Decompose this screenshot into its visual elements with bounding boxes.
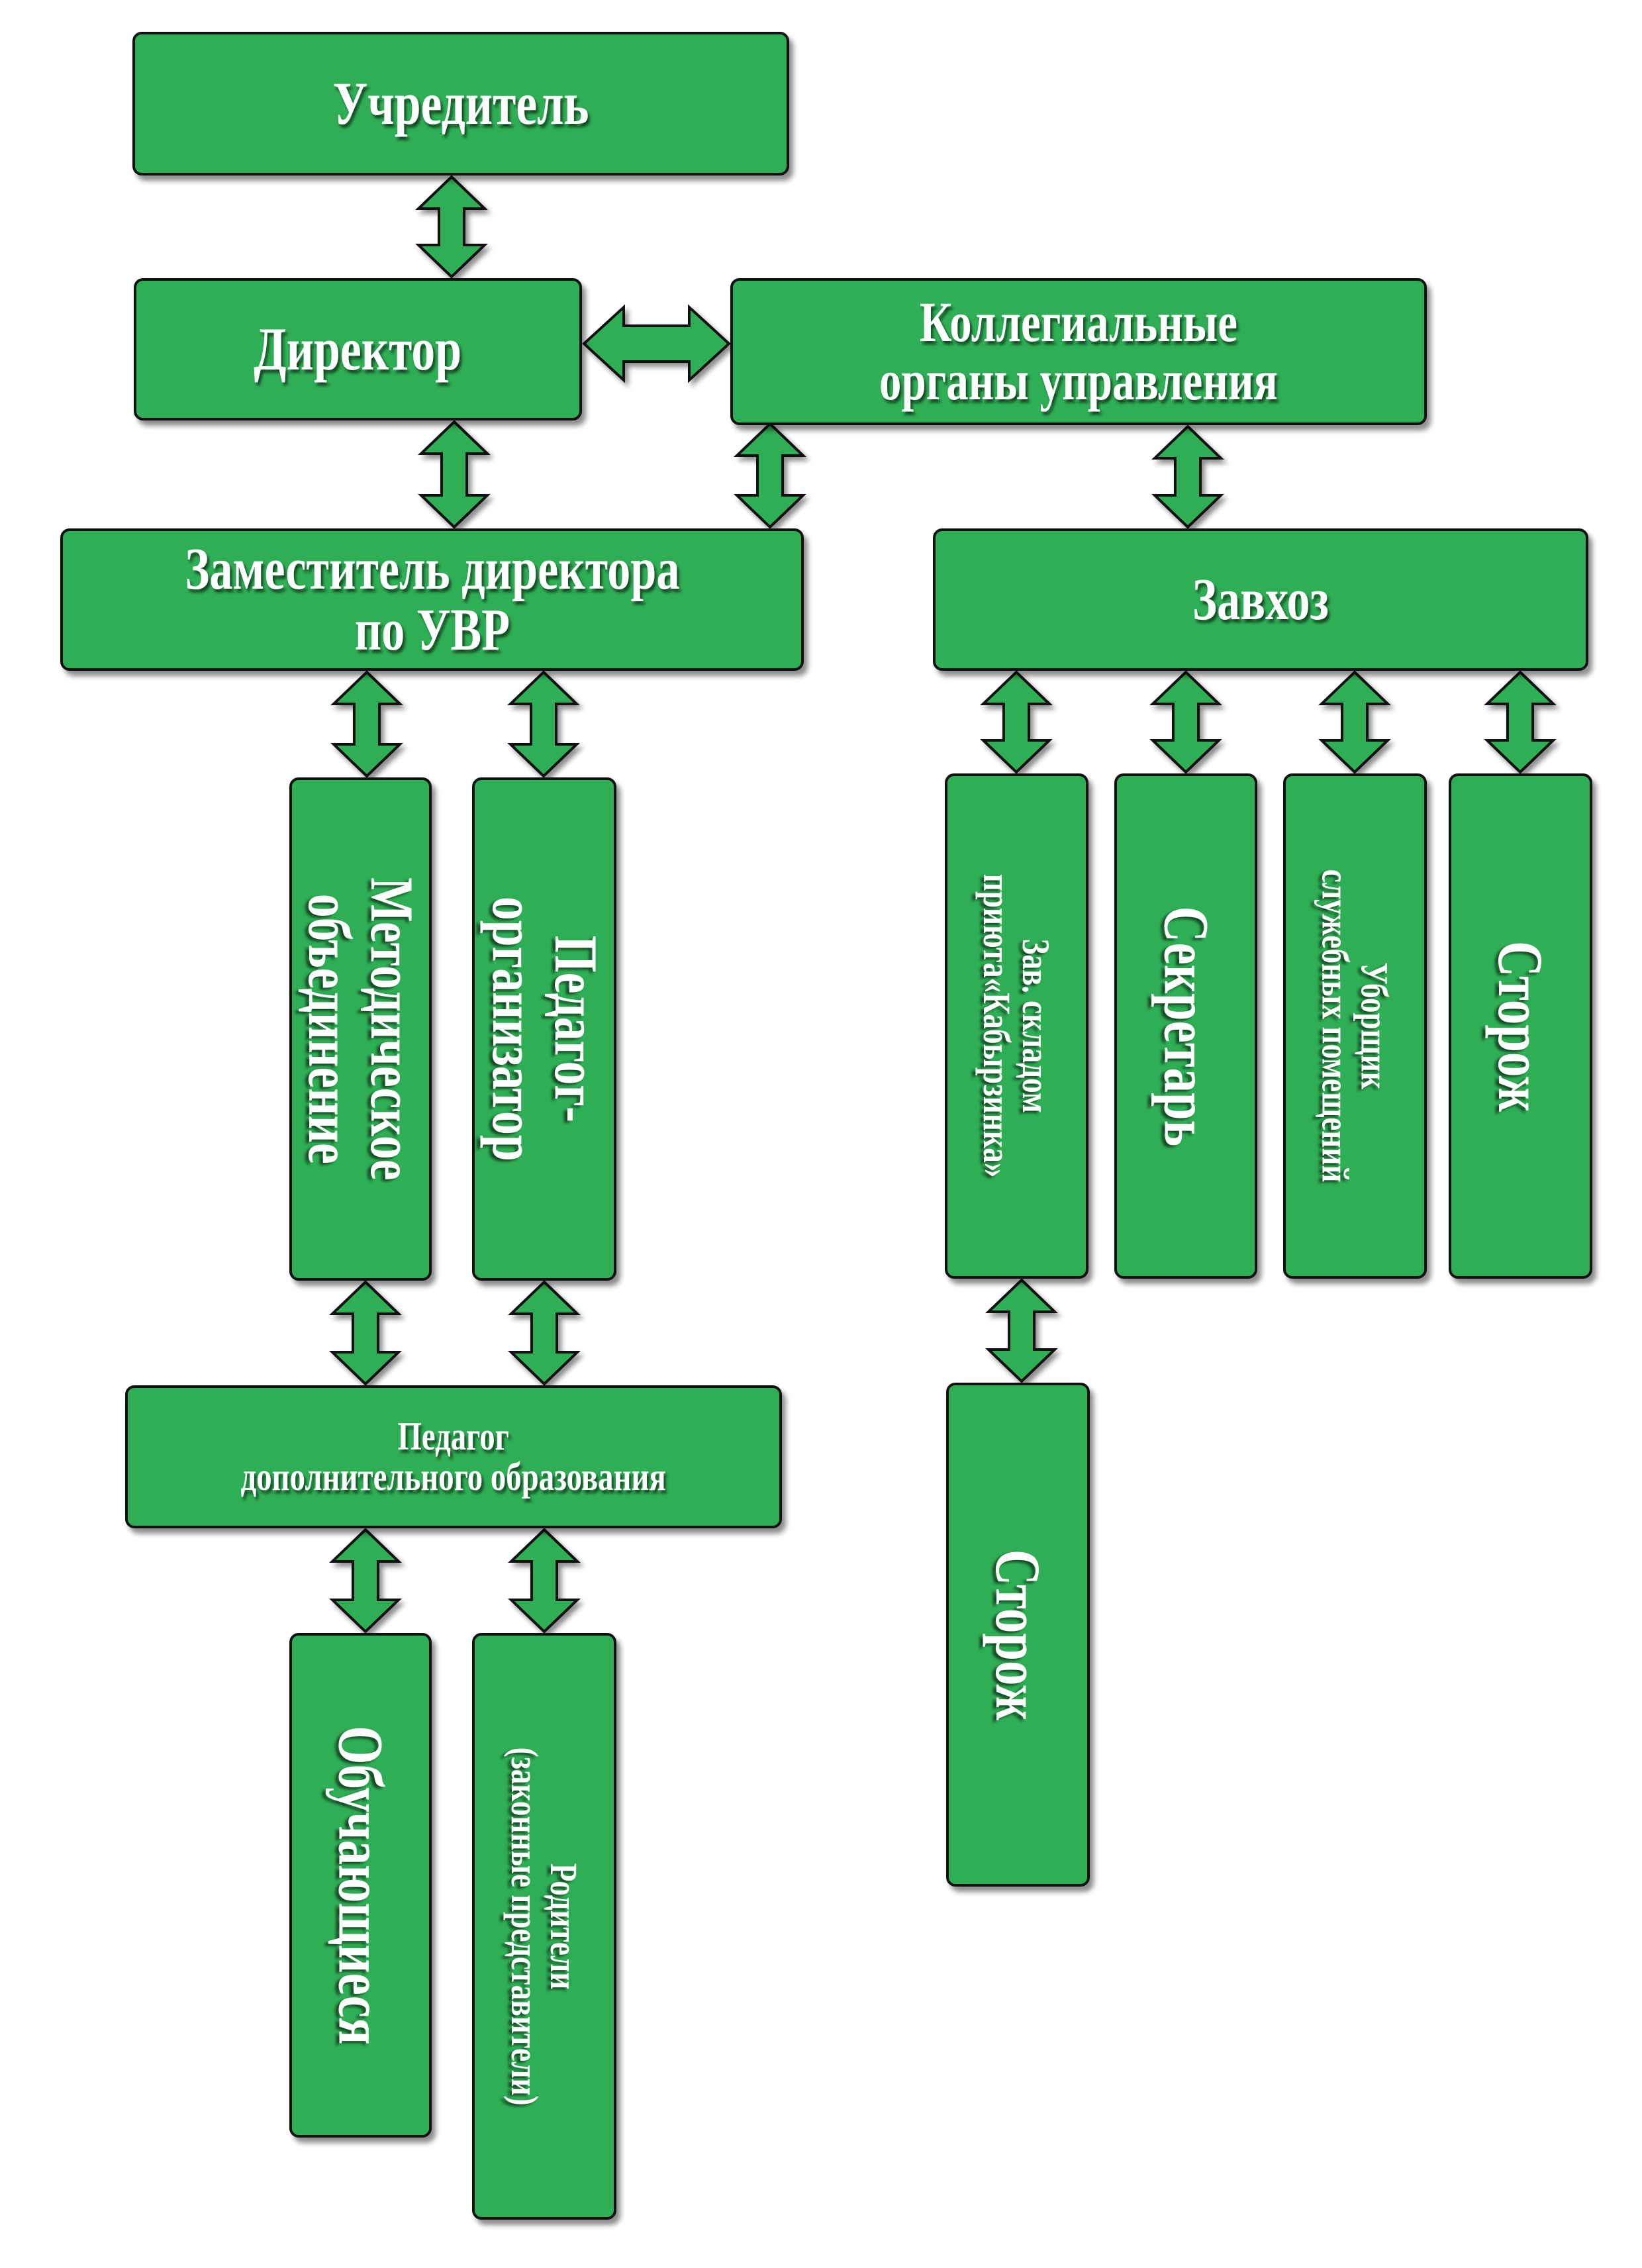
node-students-label: Обучающиеся <box>325 1726 397 2045</box>
node-warehouse-manager-label: Зав. складом приюта«Кабырзинка» <box>975 874 1058 1178</box>
node-parents: Родители (законные представители) <box>472 1633 616 2220</box>
arrow-extra-teacher-students <box>329 1528 402 1634</box>
arrow-warehouse-guard <box>985 1278 1058 1383</box>
arrow-supply-guard <box>1484 670 1557 774</box>
node-cleaner: Уборщик служебных помещений <box>1283 773 1427 1279</box>
node-guard-2: Сторож <box>946 1383 1090 1887</box>
node-teacher-organizer-label: Педагог- организатор <box>480 897 610 1161</box>
node-director-label: Директор <box>254 315 462 383</box>
arrow-supply-secretary <box>1149 670 1222 774</box>
node-teacher-organizer: Педагог- организатор <box>472 777 616 1281</box>
node-guard-2-label: Сторож <box>983 1549 1054 1720</box>
arrow-deputy-organizer <box>507 670 580 778</box>
node-warehouse-manager: Зав. складом приюта«Кабырзинка» <box>945 773 1088 1279</box>
node-guard-1-label: Сторож <box>1485 940 1557 1112</box>
node-secretary-label: Секретарь <box>1150 906 1222 1146</box>
arrow-director-deputy <box>418 420 491 529</box>
node-deputy-director-label: Заместитель директора по УВР <box>184 536 680 663</box>
node-supply-manager-label: Завхоз <box>1192 566 1329 632</box>
node-additional-education-teacher-label: Педагог дополнительного образования <box>240 1414 667 1499</box>
node-students: Обучающиеся <box>289 1633 432 2138</box>
node-methodical-association-label: Методическое объединение <box>296 877 426 1181</box>
node-founder: Учредитель <box>132 32 789 175</box>
node-supply-manager: Завхоз <box>933 528 1588 671</box>
node-collegial-bodies: Коллегиальные органы управления <box>730 278 1427 425</box>
arrow-director-collegial <box>582 304 731 383</box>
arrow-methodical-extra-teacher <box>329 1280 402 1386</box>
arrow-deputy-methodical <box>330 670 403 778</box>
node-founder-label: Учредитель <box>332 69 589 137</box>
node-collegial-bodies-label: Коллегиальные органы управления <box>879 290 1279 412</box>
arrow-collegial-supply-manager <box>1151 424 1224 529</box>
node-methodical-association: Методическое объединение <box>289 777 432 1281</box>
node-deputy-director: Заместитель директора по УВР <box>60 528 804 671</box>
arrow-organizer-extra-teacher <box>508 1280 581 1386</box>
arrow-extra-teacher-parents <box>508 1528 581 1634</box>
node-parents-label: Родители (законные представители) <box>503 1747 586 2106</box>
arrow-collegial-deputy <box>734 422 806 529</box>
node-cleaner-label: Уборщик служебных помещений <box>1314 869 1396 1183</box>
arrow-founder-director <box>415 175 488 279</box>
node-guard-1: Сторож <box>1449 773 1592 1279</box>
node-additional-education-teacher: Педагог дополнительного образования <box>125 1385 782 1528</box>
arrow-supply-warehouse <box>980 670 1053 774</box>
node-director: Директор <box>134 278 582 420</box>
node-secretary: Секретарь <box>1114 773 1257 1279</box>
arrow-supply-cleaner <box>1318 670 1391 774</box>
